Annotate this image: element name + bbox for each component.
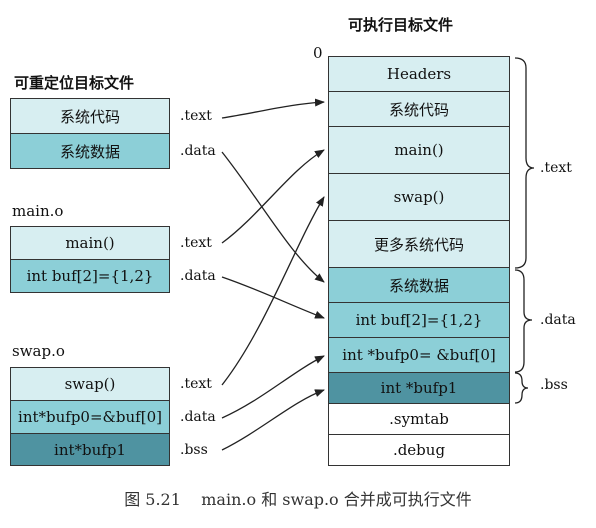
arrow-swap-text — [221, 196, 325, 386]
main-buf-cell: int buf[2]={1,2} — [10, 259, 170, 293]
relocatable-title: 可重定位目标文件 — [14, 74, 135, 92]
exec-bufp0-cell: int *bufp0= &buf[0] — [328, 337, 510, 373]
exec-swap-cell: swap() — [328, 173, 510, 221]
swap-bss-label: .bss — [180, 442, 208, 458]
swap-func-cell: swap() — [10, 367, 170, 401]
figure-caption: 图 5.21 main.o 和 swap.o 合并成可执行文件 — [124, 490, 472, 509]
arrow-swap-data — [221, 355, 325, 419]
swap-o-name: swap.o — [12, 342, 65, 360]
brace-bss-label: .bss — [540, 377, 568, 393]
brace-text — [514, 57, 535, 269]
swap-bufp1-cell: int*bufp1 — [10, 433, 170, 466]
system-data-cell: 系统数据 — [10, 133, 170, 169]
brace-data-label: .data — [540, 312, 576, 328]
main-o-name: main.o — [12, 202, 64, 220]
swap-data-label: .data — [180, 409, 216, 425]
swap-bufp0-cell: int*bufp0=&buf[0] — [10, 400, 170, 434]
arrow-main-data — [221, 276, 325, 319]
main-text-label: .text — [180, 235, 212, 251]
exec-headers-cell: Headers — [328, 56, 510, 92]
exec-main-cell: main() — [328, 126, 510, 174]
brace-bss — [514, 372, 529, 404]
zero-offset-label: 0 — [313, 44, 323, 62]
exec-debug-cell: .debug — [328, 434, 510, 466]
system-data-label: .data — [180, 143, 216, 159]
arrow-system-data — [221, 151, 325, 283]
main-data-label: .data — [180, 268, 216, 284]
executable-title: 可执行目标文件 — [348, 16, 454, 34]
system-code-cell: 系统代码 — [10, 98, 170, 134]
brace-text-label: .text — [540, 160, 572, 176]
arrow-main-text — [221, 149, 325, 244]
arrow-swap-bss — [221, 389, 325, 451]
arrow-system-code — [221, 98, 325, 119]
brace-data — [514, 269, 533, 373]
swap-text-label: .text — [180, 376, 212, 392]
system-text-label: .text — [180, 108, 212, 124]
exec-system-data-cell: 系统数据 — [328, 267, 510, 303]
exec-more-system-code-cell: 更多系统代码 — [328, 220, 510, 268]
exec-system-code-cell: 系统代码 — [328, 91, 510, 127]
